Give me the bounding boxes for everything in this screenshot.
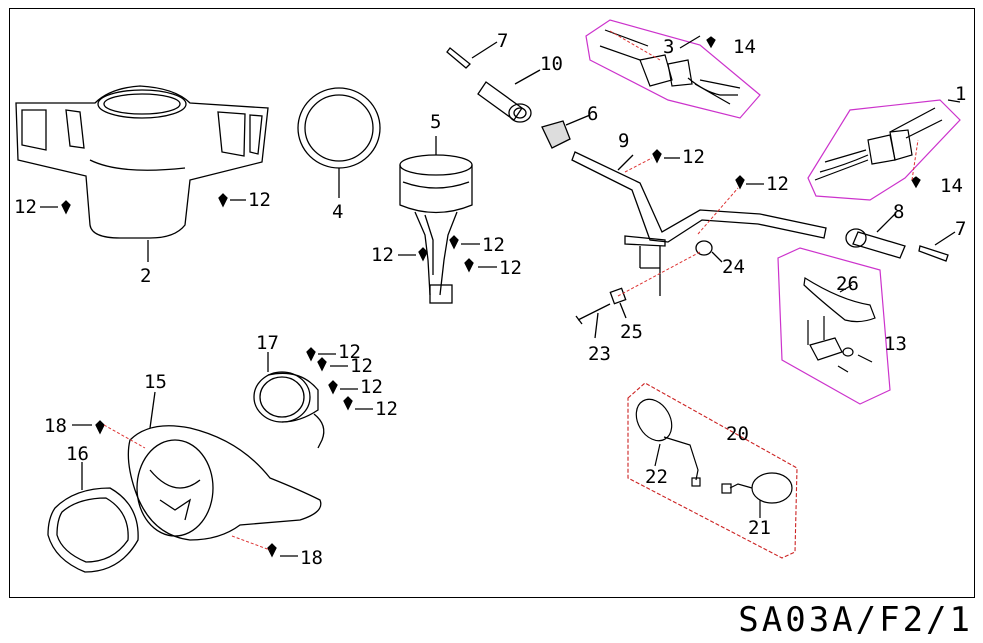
- leader-red-25: [617, 251, 701, 297]
- label-part-12b: 12: [248, 189, 271, 211]
- screw-12h-drawing: [306, 347, 336, 362]
- leader-red-18a: [103, 424, 146, 449]
- label-part-13: 13: [884, 333, 907, 355]
- screw-12f-drawing: [652, 149, 680, 164]
- leader-red-3: [609, 30, 661, 61]
- label-part-7-top: 7: [497, 30, 508, 52]
- label-part-9: 9: [618, 130, 629, 152]
- pin-7-right-drawing: [918, 231, 956, 262]
- screw-12d-drawing: [449, 235, 480, 250]
- brake-lever-group-outline: [777, 247, 891, 405]
- right-handlebar-switch-drawing: [814, 99, 961, 189]
- front-cowl-drawing: [127, 391, 322, 541]
- label-part-21: 21: [748, 517, 771, 539]
- label-part-15: 15: [144, 371, 167, 393]
- label-part-7-right: 7: [955, 218, 966, 240]
- label-part-18b: 18: [300, 547, 323, 569]
- headlight-trim-ring-drawing: [47, 462, 139, 573]
- screw-18b-drawing: [267, 543, 298, 558]
- brake-lever-drawing: [803, 277, 876, 373]
- label-part-4: 4: [332, 201, 343, 223]
- screw-12g-drawing: [735, 175, 764, 190]
- right-grip-drawing: [845, 213, 906, 259]
- label-part-12d: 12: [482, 234, 505, 256]
- mirror-group-outline: [627, 382, 798, 559]
- screw-12j-drawing: [328, 380, 358, 395]
- label-part-12j: 12: [360, 376, 383, 398]
- label-part-3: 3: [663, 36, 674, 58]
- screw-12e-drawing: [464, 258, 497, 273]
- handlebar-front-cover-drawing: [15, 85, 269, 239]
- label-part-25: 25: [620, 321, 643, 343]
- left-mirror-drawing: [635, 398, 701, 487]
- label-part-12i: 12: [350, 355, 373, 377]
- label-part-12h: 12: [338, 341, 361, 363]
- label-part-26: 26: [836, 273, 859, 295]
- headlight-drawing: [253, 352, 325, 449]
- handlebar-drawing: [571, 151, 827, 296]
- label-part-14a: 14: [733, 36, 756, 58]
- label-part-12e: 12: [499, 257, 522, 279]
- screw-12a-drawing: [40, 200, 71, 215]
- right-switch-group-outline: [807, 99, 961, 201]
- label-part-8: 8: [893, 201, 904, 223]
- speedometer-drawing: [399, 136, 473, 304]
- nut-24-drawing: [695, 240, 723, 263]
- meter-lens-ring-drawing: [297, 87, 381, 198]
- leader-red-9: [624, 157, 653, 173]
- right-mirror-drawing: [721, 472, 793, 518]
- screw-12i-drawing: [317, 357, 348, 372]
- label-part-20: 20: [726, 423, 749, 445]
- leader-red-12: [697, 187, 739, 235]
- screw-12k-drawing: [343, 396, 373, 411]
- leader-red-14: [911, 139, 919, 181]
- pin-7-top-drawing: [446, 41, 498, 69]
- screw-12c-drawing: [398, 247, 428, 262]
- leader-red-18b: [231, 535, 271, 551]
- diagram-frame: [9, 8, 975, 598]
- screw-18a-drawing: [72, 420, 105, 435]
- label-part-12k: 12: [375, 398, 398, 420]
- label-part-23: 23: [588, 343, 611, 365]
- label-part-5: 5: [430, 111, 441, 133]
- label-part-18a: 18: [44, 415, 67, 437]
- label-part-12a: 12: [14, 196, 37, 218]
- label-part-12g: 12: [766, 173, 789, 195]
- label-part-14b: 14: [940, 175, 963, 197]
- label-part-12f: 12: [682, 146, 705, 168]
- label-part-6: 6: [587, 103, 598, 125]
- label-part-22: 22: [645, 466, 668, 488]
- label-part-24: 24: [722, 256, 745, 278]
- nut-25-drawing: [609, 287, 627, 319]
- label-part-17: 17: [256, 332, 279, 354]
- label-part-10: 10: [540, 53, 563, 75]
- label-part-16: 16: [66, 443, 89, 465]
- left-handlebar-switch-drawing: [599, 29, 741, 105]
- left-grip-drawing: [477, 69, 541, 123]
- left-switch-group-outline: [585, 19, 761, 119]
- throttle-housing-drawing: [541, 114, 591, 149]
- screw-12b-drawing: [218, 193, 246, 208]
- label-part-1: 1: [955, 83, 966, 105]
- label-part-2: 2: [140, 265, 151, 287]
- label-part-12c: 12: [371, 244, 394, 266]
- drawing-code: SA03A/F2/1: [738, 600, 973, 640]
- bolt-23-drawing: [575, 303, 611, 339]
